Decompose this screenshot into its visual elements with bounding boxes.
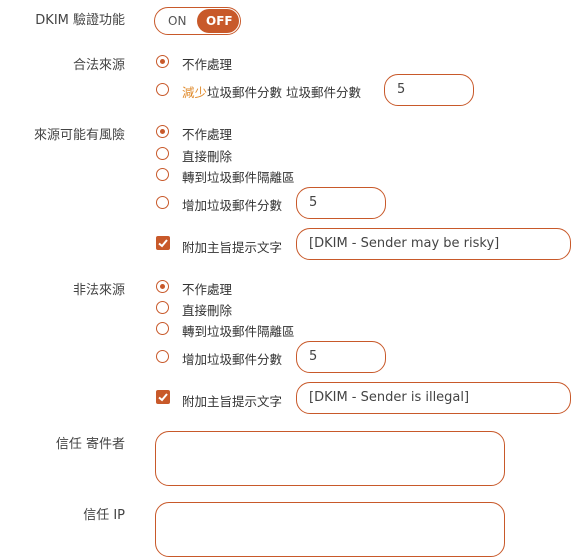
toggle-off-label: OFF (206, 14, 233, 28)
risky-radio-quarantine[interactable] (156, 168, 169, 181)
risky-subject-label: 附加主旨提示文字 (182, 240, 283, 255)
illegal-option-quarantine-label: 轉到垃圾郵件隔離區 (182, 324, 295, 339)
illegal-subject-input[interactable]: [DKIM - Sender is illegal] (296, 382, 571, 414)
risky-radio-increase[interactable] (156, 196, 169, 209)
illegal-radio-delete[interactable] (156, 301, 169, 314)
toggle-off-pill: OFF (197, 9, 239, 33)
illegal-subject-checkbox[interactable] (156, 390, 170, 404)
illegal-subject-label: 附加主旨提示文字 (182, 394, 283, 409)
check-icon (158, 239, 168, 248)
trust-ip-label: 信任 IP (83, 508, 125, 523)
legit-radio-ignore[interactable] (156, 55, 169, 68)
toggle-on-label: ON (168, 14, 187, 28)
trust-sender-label: 信任 寄件者 (55, 437, 125, 452)
legit-label: 合法來源 (72, 58, 125, 73)
illegal-label: 非法來源 (72, 283, 125, 298)
risky-option-ignore-label: 不作處理 (182, 127, 233, 142)
risky-subject-input[interactable]: [DKIM - Sender may be risky] (296, 228, 571, 260)
legit-radio-reduce[interactable] (156, 83, 169, 96)
dkim-toggle[interactable]: ON OFF (154, 7, 241, 35)
risky-option-delete-label: 直接刪除 (182, 149, 233, 164)
trust-sender-textarea[interactable] (155, 431, 505, 486)
illegal-option-increase-label: 增加垃圾郵件分數 (182, 352, 283, 367)
illegal-radio-quarantine[interactable] (156, 322, 169, 335)
legit-option-ignore-label: 不作處理 (182, 57, 233, 72)
legit-score-input[interactable]: 5 (384, 74, 474, 106)
risky-option-increase-label: 增加垃圾郵件分數 (182, 198, 283, 213)
illegal-option-delete-label: 直接刪除 (182, 303, 233, 318)
risky-radio-delete[interactable] (156, 147, 169, 160)
risky-radio-ignore[interactable] (156, 125, 169, 138)
legit-reduce-prefix: 減少 (182, 85, 208, 100)
risky-option-quarantine-label: 轉到垃圾郵件隔離區 (182, 170, 295, 185)
risky-score-input[interactable]: 5 (296, 187, 386, 219)
dkim-label: DKIM 驗證功能 (35, 13, 125, 28)
illegal-option-ignore-label: 不作處理 (182, 282, 233, 297)
illegal-radio-ignore[interactable] (156, 280, 169, 293)
legit-option-reduce-label: 減少垃圾郵件分數 垃圾郵件分數 (182, 82, 361, 101)
trust-ip-textarea[interactable] (155, 502, 505, 557)
risky-label: 來源可能有風險 (33, 128, 125, 143)
illegal-score-input[interactable]: 5 (296, 341, 386, 373)
risky-subject-checkbox[interactable] (156, 236, 170, 250)
legit-reduce-suffix: 垃圾郵件分數 垃圾郵件分數 (207, 85, 361, 100)
check-icon (158, 393, 168, 402)
illegal-radio-increase[interactable] (156, 350, 169, 363)
